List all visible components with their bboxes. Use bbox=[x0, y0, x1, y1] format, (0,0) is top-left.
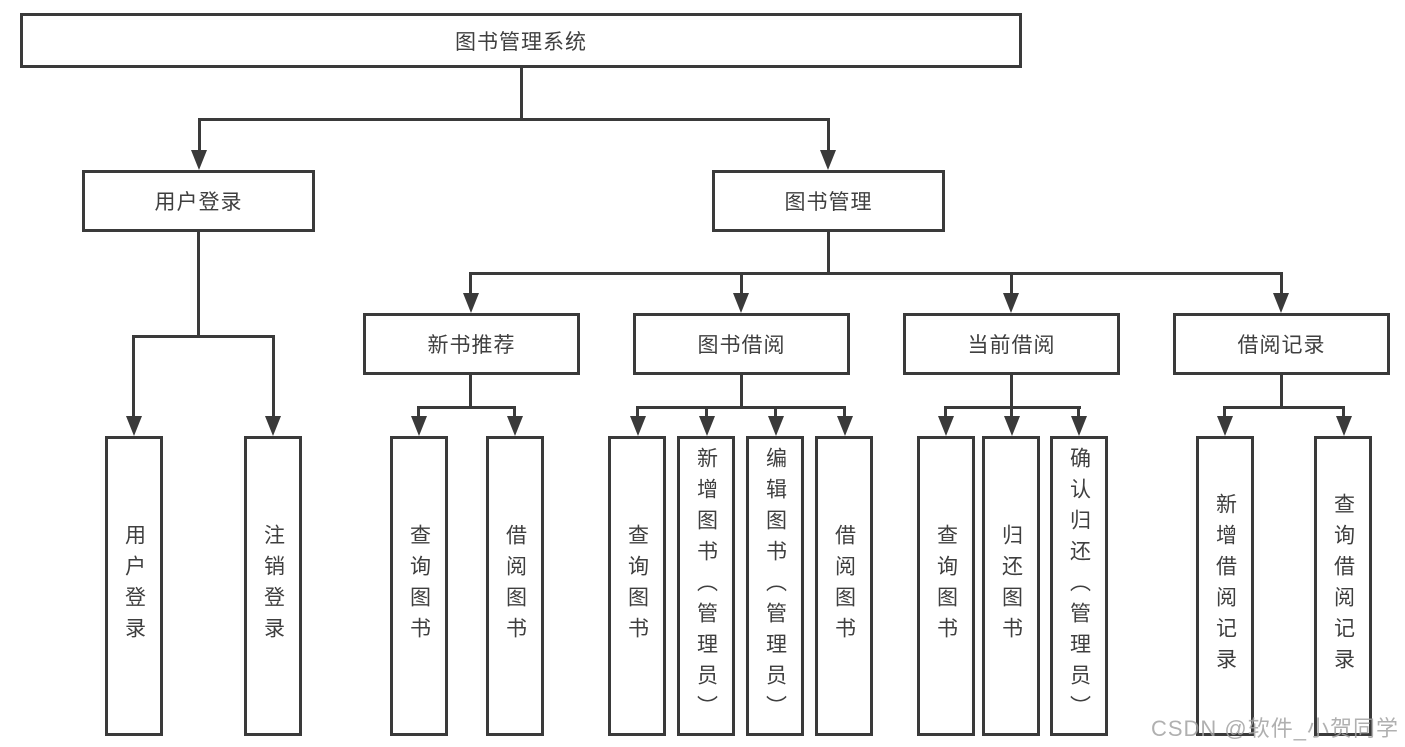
arrow-down-icon bbox=[126, 416, 142, 436]
node-root-label: 图书管理系统 bbox=[455, 30, 587, 54]
arrow-down-icon bbox=[837, 416, 853, 436]
leaf-borrow-book: 借阅图书 bbox=[815, 436, 873, 736]
leaf-query-book-recommend: 查询图书 bbox=[390, 436, 448, 736]
node-current-borrow: 当前借阅 bbox=[903, 313, 1120, 375]
connector-drop-leaf bbox=[1223, 406, 1226, 418]
arrow-down-icon bbox=[265, 416, 281, 436]
arrow-down-icon bbox=[630, 416, 646, 436]
connector-drop-leaf bbox=[1342, 406, 1345, 418]
connector-drop-leaf bbox=[132, 335, 135, 418]
node-borrow-record: 借阅记录 bbox=[1173, 313, 1390, 375]
arrow-down-icon bbox=[1004, 416, 1020, 436]
connector-drop-leaf bbox=[513, 406, 516, 418]
connector-level2-bus bbox=[198, 118, 830, 121]
leaf-query-book-borrow-label: 查询图书 bbox=[625, 524, 649, 648]
connector-drop-current-borrow bbox=[1010, 272, 1013, 296]
leaf-query-borrow-record-label: 查询借阅记录 bbox=[1331, 493, 1355, 679]
arrow-down-icon bbox=[768, 416, 784, 436]
node-new-book-recommend: 新书推荐 bbox=[363, 313, 580, 375]
node-borrow-record-label: 借阅记录 bbox=[1237, 334, 1326, 357]
arrow-down-icon bbox=[507, 416, 523, 436]
connector-drop-leaf bbox=[843, 406, 846, 418]
connector-drop-book-borrow bbox=[740, 272, 743, 296]
connector-drop-leaf bbox=[1077, 406, 1080, 418]
arrow-down-icon bbox=[411, 416, 427, 436]
leaf-query-book-borrow: 查询图书 bbox=[608, 436, 666, 736]
leaf-add-book-admin: 新增图书（管理员） bbox=[677, 436, 735, 736]
connector-drop-leaf bbox=[944, 406, 947, 418]
leaf-logout-login-label: 注销登录 bbox=[261, 524, 285, 648]
node-new-book-recommend-label: 新书推荐 bbox=[427, 334, 516, 357]
leaf-confirm-return-admin-label: 确认归还（管理员） bbox=[1067, 446, 1091, 726]
node-book-management-label: 图书管理 bbox=[784, 191, 873, 214]
connector-drop-leaf bbox=[636, 406, 639, 418]
connector-new-book-trunk bbox=[469, 375, 472, 406]
connector-drop-user-login bbox=[198, 118, 201, 152]
node-user-login: 用户登录 bbox=[82, 170, 315, 232]
leaf-user-login-label: 用户登录 bbox=[122, 524, 146, 648]
arrow-down-icon bbox=[1217, 416, 1233, 436]
arrow-down-icon bbox=[1071, 416, 1087, 436]
leaf-return-book-label: 归还图书 bbox=[999, 524, 1023, 648]
node-current-borrow-label: 当前借阅 bbox=[967, 334, 1056, 357]
leaf-add-book-admin-label: 新增图书（管理员） bbox=[694, 446, 718, 726]
node-book-management: 图书管理 bbox=[712, 170, 945, 232]
node-user-login-label: 用户登录 bbox=[154, 191, 243, 214]
connector-drop-borrow-record bbox=[1280, 272, 1283, 296]
arrow-down-icon bbox=[938, 416, 954, 436]
node-book-borrow-label: 图书借阅 bbox=[697, 334, 786, 357]
connector-drop-leaf bbox=[705, 406, 708, 418]
connector-new-book-bus bbox=[417, 406, 516, 409]
connector-current-borrow-trunk bbox=[1010, 375, 1013, 406]
leaf-edit-book-admin-label: 编辑图书（管理员） bbox=[763, 446, 787, 726]
leaf-confirm-return-admin: 确认归还（管理员） bbox=[1050, 436, 1108, 736]
connector-root-trunk bbox=[520, 68, 523, 118]
connector-borrow-record-bus bbox=[1223, 406, 1345, 409]
arrow-down-icon bbox=[1273, 293, 1289, 313]
arrow-down-icon bbox=[820, 150, 836, 170]
leaf-return-book: 归还图书 bbox=[982, 436, 1040, 736]
node-root: 图书管理系统 bbox=[20, 13, 1022, 68]
arrow-down-icon bbox=[191, 150, 207, 170]
connector-drop-leaf bbox=[417, 406, 420, 418]
leaf-add-borrow-record-label: 新增借阅记录 bbox=[1213, 493, 1237, 679]
connector-book-borrow-bus bbox=[636, 406, 846, 409]
leaf-logout-login: 注销登录 bbox=[244, 436, 302, 736]
connector-book-management-trunk bbox=[827, 232, 830, 272]
connector-drop-leaf bbox=[1010, 406, 1013, 418]
arrow-down-icon bbox=[1003, 293, 1019, 313]
leaf-query-borrow-record: 查询借阅记录 bbox=[1314, 436, 1372, 736]
leaf-add-borrow-record: 新增借阅记录 bbox=[1196, 436, 1254, 736]
connector-drop-book-management bbox=[827, 118, 830, 152]
leaf-borrow-book-recommend-label: 借阅图书 bbox=[503, 524, 527, 648]
leaf-borrow-book-recommend: 借阅图书 bbox=[486, 436, 544, 736]
leaf-query-book-current: 查询图书 bbox=[917, 436, 975, 736]
leaf-query-book-recommend-label: 查询图书 bbox=[407, 524, 431, 648]
csdn-watermark: CSDN @软件_小贺同学 bbox=[1150, 716, 1399, 741]
connector-drop-leaf bbox=[272, 335, 275, 418]
arrow-down-icon bbox=[699, 416, 715, 436]
connector-book-borrow-trunk bbox=[740, 375, 743, 406]
leaf-user-login: 用户登录 bbox=[105, 436, 163, 736]
leaf-query-book-current-label: 查询图书 bbox=[934, 524, 958, 648]
arrow-down-icon bbox=[1336, 416, 1352, 436]
connector-borrow-record-trunk bbox=[1280, 375, 1283, 406]
leaf-edit-book-admin: 编辑图书（管理员） bbox=[746, 436, 804, 736]
connector-user-login-trunk bbox=[197, 232, 200, 335]
connector-drop-leaf bbox=[774, 406, 777, 418]
connector-user-login-bus bbox=[132, 335, 275, 338]
leaf-borrow-book-label: 借阅图书 bbox=[832, 524, 856, 648]
arrow-down-icon bbox=[733, 293, 749, 313]
arrow-down-icon bbox=[463, 293, 479, 313]
node-book-borrow: 图书借阅 bbox=[633, 313, 850, 375]
connector-drop-new-book bbox=[469, 272, 472, 296]
connector-level3-bus bbox=[469, 272, 1283, 275]
